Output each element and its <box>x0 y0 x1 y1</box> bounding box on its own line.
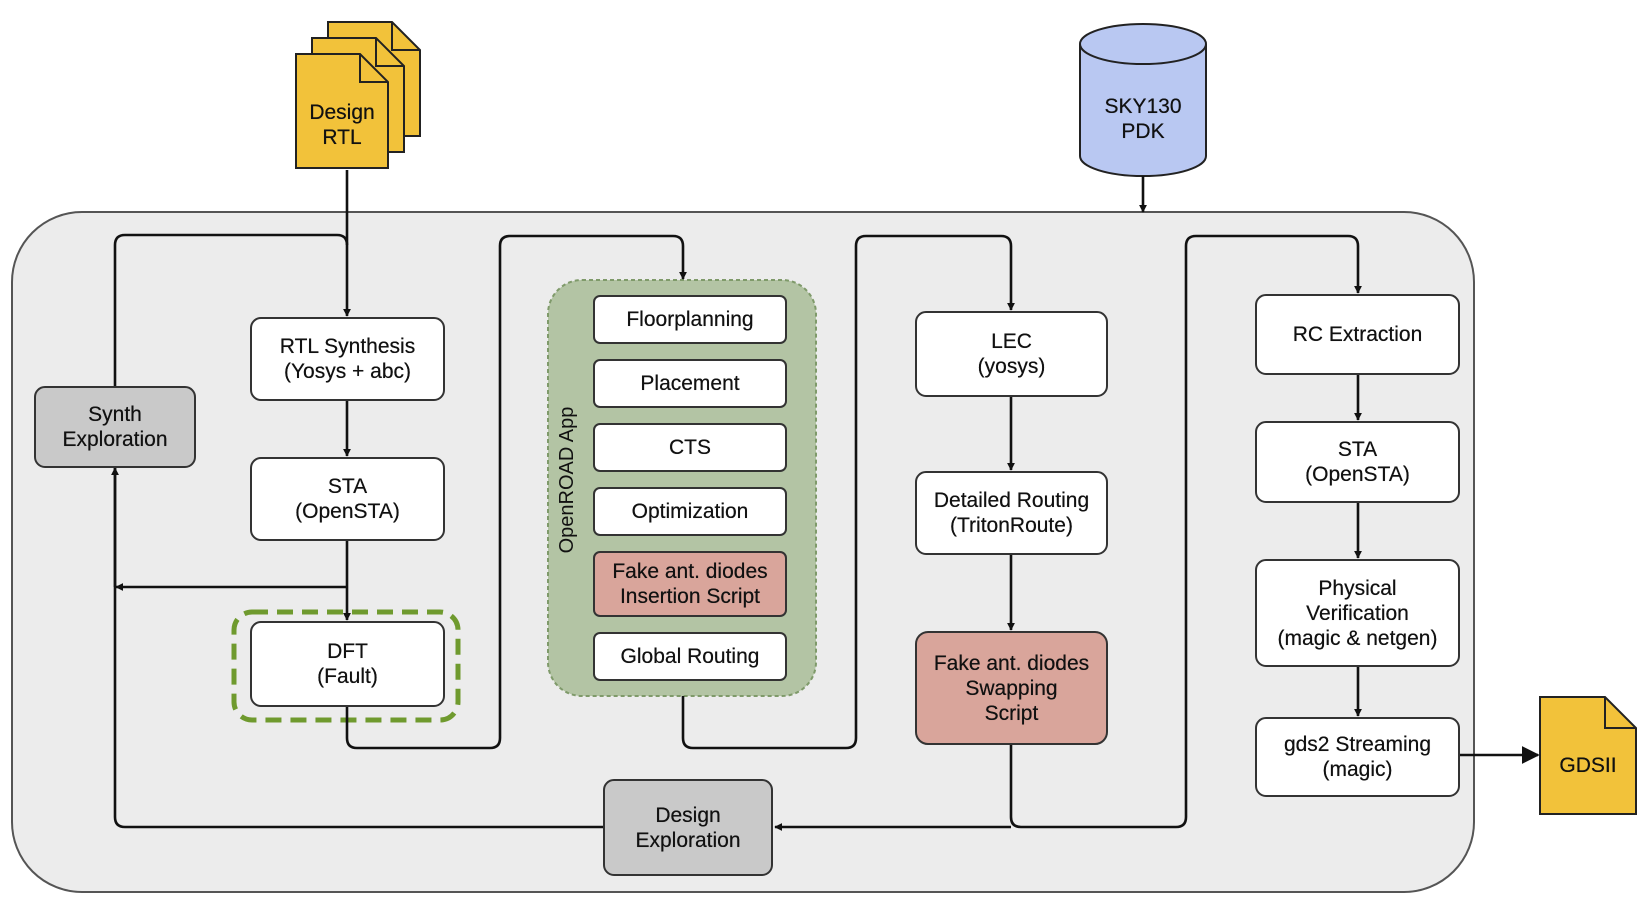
sta-box-1 <box>250 457 445 541</box>
physical-verification-box <box>1255 559 1460 667</box>
synth-exploration-box <box>34 386 196 468</box>
connector-design-exploration-loop <box>113 233 604 829</box>
optimization-box <box>593 487 787 536</box>
gdsii-document-icon <box>1539 696 1637 815</box>
design-rtl-document-icon <box>295 21 421 169</box>
global-routing-box <box>593 632 787 681</box>
connector-openroad-to-lec <box>681 234 1015 750</box>
sta-box-2 <box>1255 421 1460 503</box>
fake-diodes-insertion-box <box>593 551 787 617</box>
floorplanning-box <box>593 295 787 344</box>
rtl-synthesis-box <box>250 317 445 401</box>
rc-extraction-box <box>1255 294 1460 375</box>
cts-box <box>593 423 787 472</box>
connector-dft-to-openroad <box>345 234 687 750</box>
lec-box <box>915 311 1108 397</box>
connector-swapping-to-rc <box>1009 234 1362 829</box>
detailed-routing-box <box>915 471 1108 555</box>
fake-diodes-swapping-box <box>915 631 1108 745</box>
gds2-streaming-box <box>1255 717 1460 797</box>
design-exploration-box <box>603 779 773 876</box>
dft-box <box>250 621 445 707</box>
pdk-database-icon <box>1079 23 1207 177</box>
placement-box <box>593 359 787 408</box>
